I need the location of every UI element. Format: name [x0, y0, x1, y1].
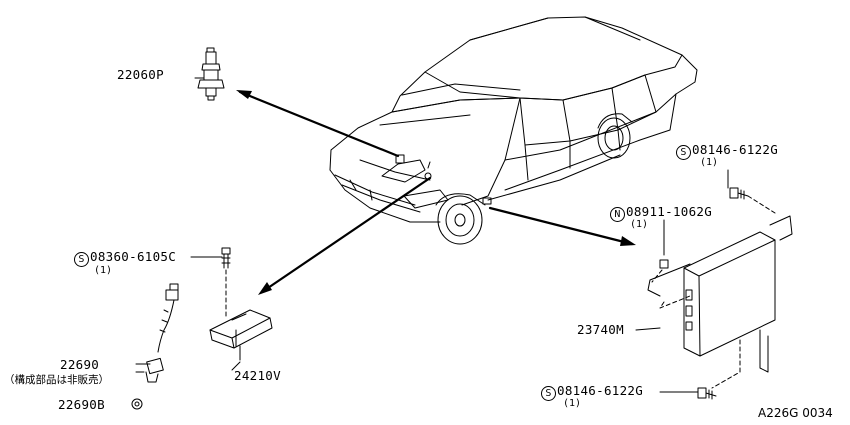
- part-number: 08146-6122G: [692, 142, 779, 157]
- standard-part-icon: S: [74, 252, 89, 267]
- part-qty: (1): [563, 398, 582, 409]
- knock-sensor-22060P: [195, 47, 225, 101]
- part-number: 08360-6105C: [90, 249, 177, 264]
- part-label-22060P: 22060P: [117, 68, 164, 82]
- part-note: （構成部品は非販売）: [4, 374, 109, 386]
- bolt-upper: [727, 169, 776, 214]
- part-qty: (1): [700, 157, 719, 168]
- part-label-24210V: 24210V: [234, 369, 281, 383]
- part-number: 22690B: [58, 397, 105, 412]
- part-number: 22060P: [117, 67, 164, 82]
- leader-arrows: [238, 90, 634, 294]
- nut-part-icon: N: [610, 207, 625, 222]
- bolt-lower: [697, 387, 717, 400]
- nut: [651, 219, 669, 283]
- part-number: 24210V: [234, 368, 281, 383]
- part-label-23740M: 23740M: [577, 323, 624, 337]
- part-qty: (1): [630, 219, 649, 230]
- part-number: 23740M: [577, 322, 624, 337]
- label-leaders: [190, 77, 699, 393]
- figure-code: A226G 0034: [758, 406, 833, 420]
- part-label-22690: 22690: [60, 358, 99, 372]
- ecu-unit: [647, 215, 793, 389]
- standard-part-icon: S: [676, 145, 691, 160]
- sensor-harness-22690: [131, 283, 179, 410]
- standard-part-icon: S: [541, 386, 556, 401]
- bracket-assembly: [209, 247, 273, 361]
- part-number: 08911-1062G: [626, 204, 713, 219]
- part-qty: (1): [94, 265, 113, 276]
- part-number: 22690: [60, 357, 100, 372]
- vehicle-illustration: [329, 16, 698, 245]
- part-label-22690B: 22690B: [58, 398, 105, 412]
- part-number: 08146-6122G: [557, 383, 644, 398]
